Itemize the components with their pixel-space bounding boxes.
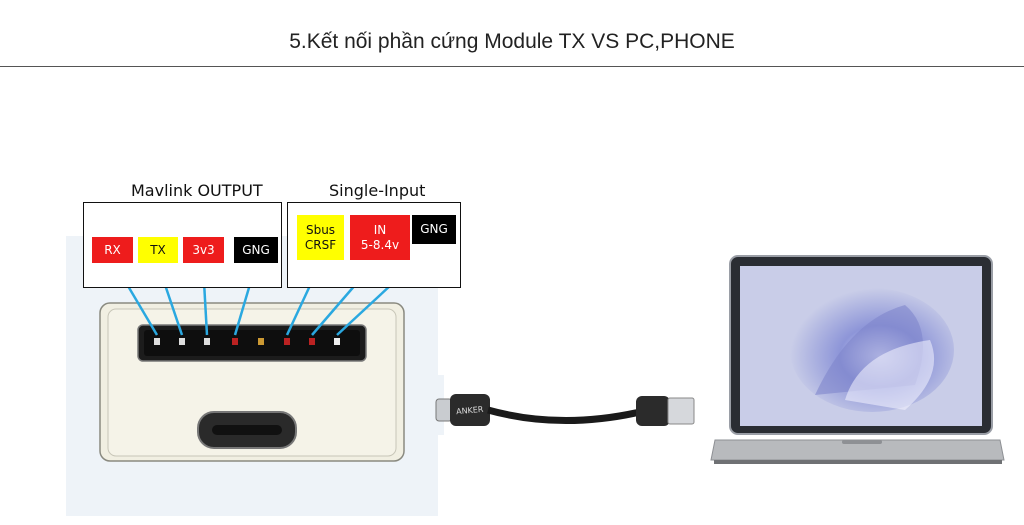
pin-gng-input: GNG [412, 215, 456, 244]
title-divider [0, 66, 1024, 67]
page-title: 5.Kết nối phần cứng Module TX VS PC,PHON… [289, 30, 735, 53]
pin-rx-label: RX [104, 242, 121, 257]
pin-3v3-label: 3v3 [192, 242, 215, 257]
module-tx [99, 302, 405, 462]
pin-gng-mavlink-label: GNG [242, 242, 270, 257]
pin-sbus-crsf-label: Sbus CRSF [304, 222, 337, 252]
usb-c-cable: ANKER [422, 375, 695, 435]
pin-gng-input-label: GNG [420, 222, 448, 236]
pin-3v3: 3v3 [183, 237, 224, 263]
pin-rx: RX [92, 237, 133, 263]
pin-in-power: IN 5-8.4v [350, 215, 410, 260]
pin-sbus-crsf: Sbus CRSF [297, 215, 344, 260]
pin-tx-label: TX [150, 242, 166, 257]
pin-in-power-label: IN 5-8.4v [360, 222, 400, 252]
header-pins [154, 338, 340, 345]
single-input-label: Single-Input [329, 181, 426, 200]
cable-brand-text: ANKER [456, 405, 484, 416]
pin-gng-mavlink: GNG [234, 237, 278, 263]
mavlink-output-label: Mavlink OUTPUT [131, 181, 263, 200]
pin-tx: TX [138, 237, 178, 263]
laptop [710, 255, 1005, 464]
